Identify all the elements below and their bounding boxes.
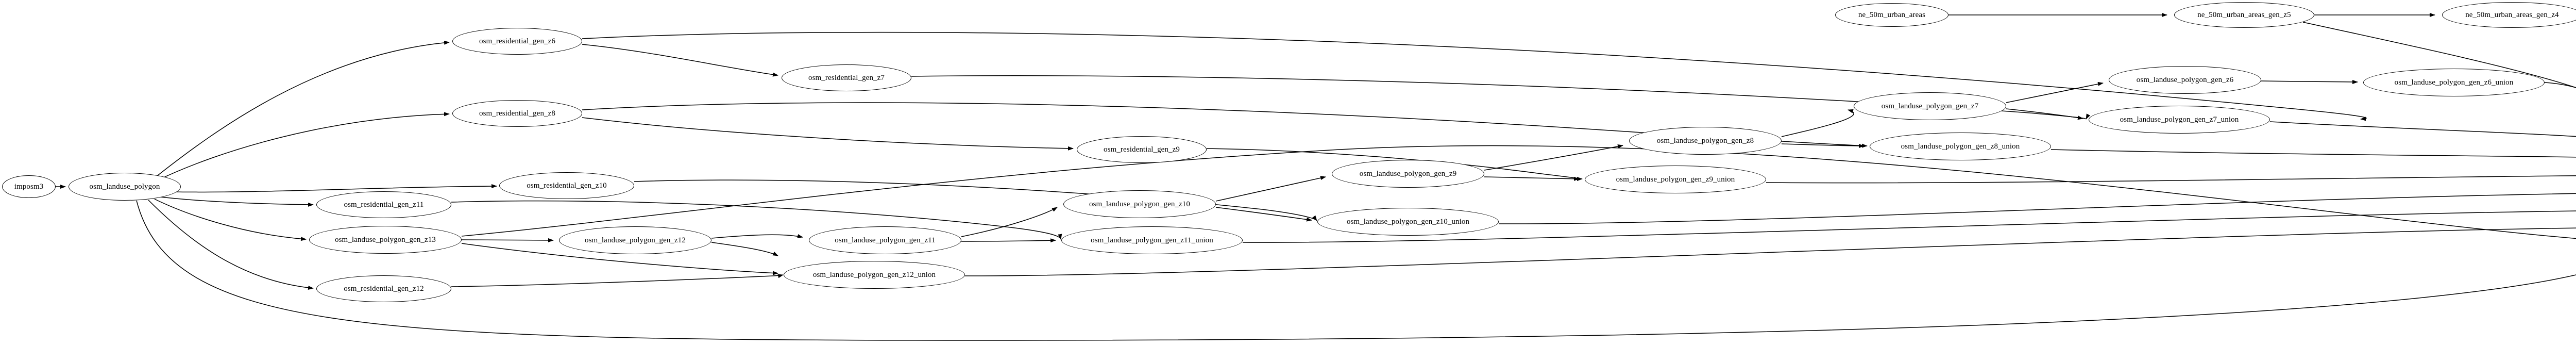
node-label-osm_landuse_polygon_gen_z9: osm_landuse_polygon_gen_z9 [1359, 169, 1457, 178]
node-label-osm_residential_gen_z12: osm_residential_gen_z12 [344, 284, 424, 293]
node-label-osm_landuse_polygon_gen_z8_union: osm_landuse_polygon_gen_z8_union [1901, 142, 2020, 151]
edge-paths [56, 13, 2576, 341]
edge-lp-to-res-z10 [170, 184, 497, 193]
node-label-osm_landuse_polygon_gen_z12_union: osm_landuse_polygon_gen_z12_union [812, 270, 936, 279]
edge-z6-to-z6union [2261, 79, 2358, 84]
edge-res-z8-to-z8union [582, 102, 1868, 148]
edge-z10-to-z10union [1215, 207, 1312, 222]
node-osm_residential_gen_z11[interactable]: osm_residential_gen_z11 [316, 191, 451, 218]
edge-z9-to-z8 [1484, 144, 1623, 171]
edge-res-z8-to-res-z9 [582, 117, 1074, 151]
node-label-ne_50m_urban_areas_gen_z5: ne_50m_urban_areas_gen_z5 [2197, 10, 2291, 19]
edge-z8-to-z8union [1781, 143, 1865, 148]
node-osm_landuse_polygon_gen_z11_union[interactable]: osm_landuse_polygon_gen_z11_union [1061, 226, 1243, 254]
node-osm_landuse_polygon_gen_z8_union[interactable]: osm_landuse_polygon_gen_z8_union [1870, 133, 2051, 160]
edge-z11union-to-layer-z11 [1242, 210, 2576, 243]
node-osm_residential_gen_z8[interactable]: osm_residential_gen_z8 [452, 100, 582, 127]
edge-ne-z5-to-layer-z5 [2302, 22, 2576, 88]
edge-z7union-to-layer-z7 [2269, 121, 2576, 137]
edge-lp-to-res-z11 [160, 196, 314, 207]
node-osm_landuse_polygon[interactable]: osm_landuse_polygon [69, 173, 181, 201]
node-osm_landuse_polygon_gen_z12_union[interactable]: osm_landuse_polygon_gen_z12_union [784, 261, 965, 289]
node-label-ne_50m_urban_areas_gen_z4: ne_50m_urban_areas_gen_z4 [2465, 10, 2559, 19]
node-label-osm_landuse_polygon_gen_z12: osm_landuse_polygon_gen_z12 [584, 236, 686, 244]
edge-z8-to-z7 [1781, 109, 1854, 137]
edge-z7-to-z7union [2006, 108, 2083, 120]
edge-z13-to-z12union [461, 243, 778, 275]
node-osm_landuse_polygon_gen_z7_union[interactable]: osm_landuse_polygon_gen_z7_union [2089, 106, 2270, 134]
edge-z10-to-z9 [1215, 176, 1326, 202]
node-label-osm_landuse_polygon: osm_landuse_polygon [89, 182, 160, 191]
node-label-ne_50m_urban_areas: ne_50m_urban_areas [1858, 10, 1926, 19]
edge-z8union-to-layer-z8 [2050, 149, 2576, 158]
edge-res-z7-to-z7union [911, 75, 2090, 120]
edge-res-z10-to-z10union [634, 179, 1317, 221]
node-osm_residential_gen_z7[interactable]: osm_residential_gen_z7 [782, 64, 911, 91]
edge-z13-to-layer-z13 [461, 145, 2576, 239]
node-imposm3[interactable]: imposm3 [2, 175, 56, 198]
node-ne_50m_urban_areas[interactable]: ne_50m_urban_areas [1835, 3, 1948, 27]
node-osm_residential_gen_z12[interactable]: osm_residential_gen_z12 [316, 275, 451, 302]
node-label-osm_landuse_polygon_gen_z6_union: osm_landuse_polygon_gen_z6_union [2394, 78, 2514, 87]
edge-lp-to-lp-z13 [154, 199, 307, 241]
node-osm_landuse_polygon_gen_z9_union[interactable]: osm_landuse_polygon_gen_z9_union [1585, 166, 1766, 193]
node-label-osm_landuse_polygon_gen_z11: osm_landuse_polygon_gen_z11 [835, 236, 936, 244]
node-label-osm_landuse_polygon_gen_z8: osm_landuse_polygon_gen_z8 [1656, 136, 1754, 145]
node-osm_landuse_polygon_gen_z12[interactable]: osm_landuse_polygon_gen_z12 [559, 226, 711, 254]
edge-z6union-to-layer-z6 [2544, 82, 2576, 88]
node-osm_landuse_polygon_gen_z10[interactable]: osm_landuse_polygon_gen_z10 [1063, 190, 1216, 218]
node-osm_residential_gen_z10[interactable]: osm_residential_gen_z10 [499, 172, 634, 199]
node-ne_50m_urban_areas_gen_z5[interactable]: ne_50m_urban_areas_gen_z5 [2174, 2, 2314, 28]
node-osm_residential_gen_z6[interactable]: osm_residential_gen_z6 [452, 28, 582, 55]
node-osm_landuse_polygon_gen_z6[interactable]: osm_landuse_polygon_gen_z6 [2109, 66, 2261, 94]
edge-res-z6-to-z6union [582, 31, 2367, 121]
node-label-osm_residential_gen_z9: osm_residential_gen_z9 [1104, 145, 1180, 154]
node-osm_landuse_polygon_gen_z8[interactable]: osm_landuse_polygon_gen_z8 [1629, 127, 1782, 155]
edge-z9-to-z9union [1484, 176, 1580, 181]
edge-z7-to-z6 [2006, 81, 2104, 103]
edge-z9union-to-layer-z9 [1766, 175, 2576, 184]
node-label-osm_landuse_polygon_gen_z9_union: osm_landuse_polygon_gen_z9_union [1616, 175, 1735, 184]
edge-z11-to-z10 [961, 207, 1058, 237]
edge-lp-to-res-z8 [157, 112, 450, 181]
node-label-osm_landuse_polygon_gen_z7: osm_landuse_polygon_gen_z7 [1881, 102, 1979, 110]
edge-res-z11-to-z11union [451, 200, 1062, 240]
node-label-osm_landuse_polygon_gen_z10: osm_landuse_polygon_gen_z10 [1089, 200, 1190, 208]
node-osm_residential_gen_z9[interactable]: osm_residential_gen_z9 [1077, 136, 1207, 163]
edge-z10union-to-layer-z10 [1498, 193, 2576, 224]
edge-z11-to-z11union [961, 238, 1056, 243]
node-ne_50m_urban_areas_gen_z4[interactable]: ne_50m_urban_areas_gen_z4 [2442, 2, 2576, 28]
node-label-osm_residential_gen_z11: osm_residential_gen_z11 [344, 200, 424, 209]
node-osm_landuse_polygon_gen_z6_union[interactable]: osm_landuse_polygon_gen_z6_union [2363, 69, 2545, 96]
edge-lp-to-res-z6 [154, 40, 450, 178]
node-label-osm_landuse_polygon_gen_z6: osm_landuse_polygon_gen_z6 [2136, 75, 2234, 84]
node-osm_landuse_polygon_gen_z7[interactable]: osm_landuse_polygon_gen_z7 [1854, 92, 2006, 120]
edge-res-z6-to-res-z7 [582, 44, 778, 77]
node-osm_landuse_polygon_gen_z10_union[interactable]: osm_landuse_polygon_gen_z10_union [1317, 208, 1499, 236]
node-label-osm_residential_gen_z10: osm_residential_gen_z10 [527, 181, 607, 190]
node-label-osm_landuse_polygon_gen_z11_union: osm_landuse_polygon_gen_z11_union [1091, 236, 1213, 244]
edge-lp-to-res-z12 [148, 200, 314, 290]
node-label-osm_residential_gen_z8: osm_residential_gen_z8 [479, 109, 555, 118]
edge-z12-to-z12union-b [711, 242, 778, 256]
edge-lp-to-layer-z14 [136, 200, 2576, 341]
node-osm_landuse_polygon_gen_z13[interactable]: osm_landuse_polygon_gen_z13 [309, 226, 462, 254]
node-label-osm_landuse_polygon_gen_z13: osm_landuse_polygon_gen_z13 [334, 235, 436, 244]
node-osm_landuse_polygon_gen_z11[interactable]: osm_landuse_polygon_gen_z11 [809, 226, 961, 254]
edge-z12union-to-layer-z12 [964, 227, 2576, 276]
node-osm_landuse_polygon_gen_z9[interactable]: osm_landuse_polygon_gen_z9 [1332, 160, 1484, 188]
node-label-osm_residential_gen_z7: osm_residential_gen_z7 [808, 73, 885, 82]
node-label-osm_landuse_polygon_gen_z7_union: osm_landuse_polygon_gen_z7_union [2120, 115, 2239, 124]
edge-z12-to-z11 [711, 234, 803, 239]
edge-res-z12-to-z12union [451, 274, 784, 287]
node-label-osm_residential_gen_z6: osm_residential_gen_z6 [479, 37, 555, 45]
node-label-imposm3: imposm3 [14, 182, 44, 191]
node-label-osm_landuse_polygon_gen_z10_union: osm_landuse_polygon_gen_z10_union [1346, 217, 1470, 226]
